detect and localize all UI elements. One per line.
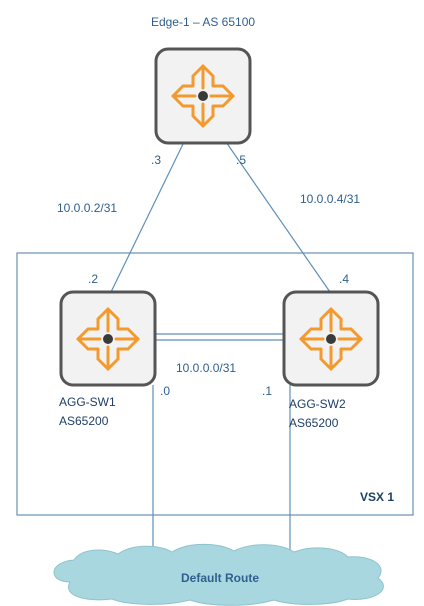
link-edge-agg1 <box>110 141 185 293</box>
default-route-cloud <box>53 543 384 606</box>
agg-sw1-router[interactable] <box>59 290 157 387</box>
vsx-label: VSX 1 <box>360 490 394 504</box>
edge-agg1-agg-end: .2 <box>88 272 98 286</box>
agg2-as: AS65200 <box>289 416 339 430</box>
agg1-as: AS65200 <box>59 414 109 428</box>
vsx-boundary <box>16 252 414 516</box>
edge-agg1-subnet: 10.0.0.2/31 <box>57 201 117 215</box>
isl-agg1-end: .0 <box>160 384 170 398</box>
agg-sw2-router[interactable] <box>282 290 380 387</box>
cloud-label: Default Route <box>181 571 259 585</box>
isl-subnet: 10.0.0.0/31 <box>176 361 236 375</box>
agg2-name: AGG-SW2 <box>289 397 346 411</box>
agg1-name: AGG-SW1 <box>59 395 116 409</box>
edge-agg2-edge-end: .5 <box>236 153 246 167</box>
link-edge-agg2 <box>225 141 331 293</box>
edge-router[interactable] <box>154 47 252 145</box>
edge-title: Edge-1 – AS 65100 <box>151 15 255 29</box>
edge-agg2-agg-end: .4 <box>339 272 349 286</box>
edge-agg1-edge-end: .3 <box>151 153 161 167</box>
edge-agg2-subnet: 10.0.0.4/31 <box>300 192 360 206</box>
isl-agg2-end: .1 <box>262 384 272 398</box>
